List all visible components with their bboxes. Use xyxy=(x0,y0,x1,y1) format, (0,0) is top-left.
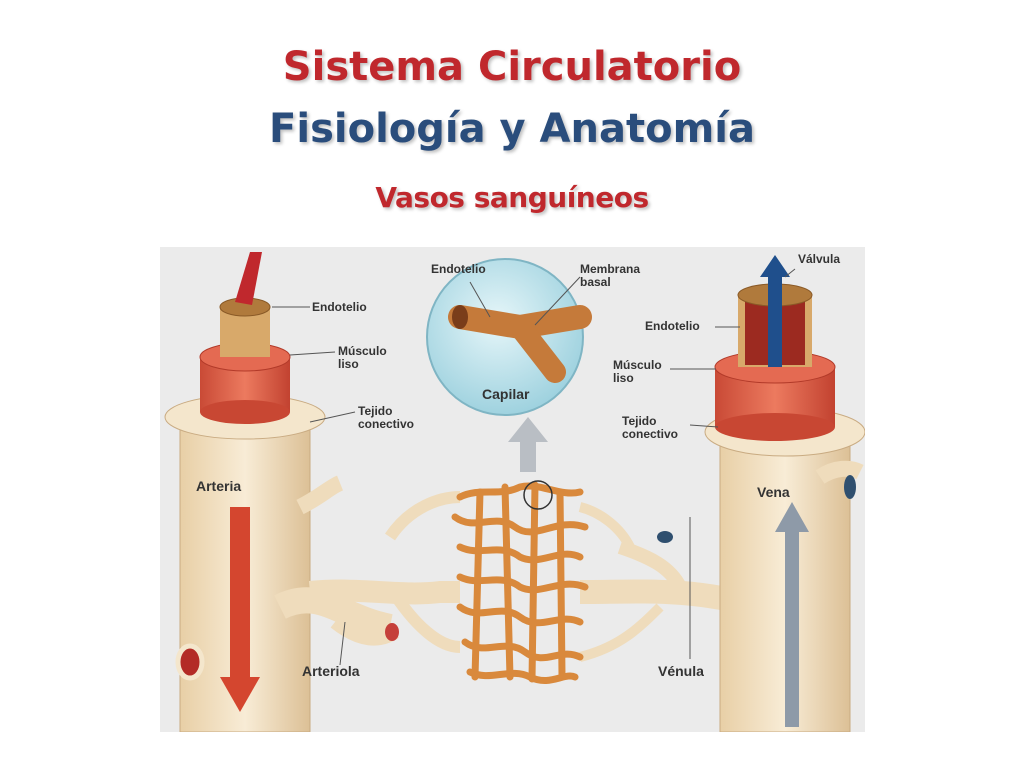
zoom-arrow xyxy=(508,417,548,472)
label-endotelio-capilar: Endotelio xyxy=(431,262,486,276)
blood-vessels-illustration: Endotelio Músculo liso Tejido conectivo … xyxy=(160,247,865,732)
slide-subtitle: Vasos sanguíneos xyxy=(375,181,649,214)
label-endotelio-artery: Endotelio xyxy=(312,300,367,314)
leader-lines xyxy=(272,268,796,666)
label-vena: Vena xyxy=(757,484,790,500)
label-tejido-conectivo-artery: Tejido conectivo xyxy=(358,404,415,431)
label-musculo-liso-artery: Músculo liso xyxy=(338,344,387,371)
arteriole xyxy=(308,491,461,653)
slide-title-line2: Fisiología y Anatomía xyxy=(269,106,755,152)
label-arteriola: Arteriola xyxy=(302,663,360,679)
slide-title: Sistema Circulatorio xyxy=(282,44,742,90)
capillary-bed xyxy=(451,481,589,685)
label-membrana-basal: Membrana basal xyxy=(580,262,641,289)
label-valvula: Válvula xyxy=(798,252,841,266)
label-venula: Vénula xyxy=(658,663,704,679)
capillary-lens xyxy=(426,258,592,416)
artery xyxy=(164,252,393,732)
label-arteria: Arteria xyxy=(196,478,242,494)
zoom-circle xyxy=(523,480,553,510)
label-musculo-liso-vein: Músculo liso xyxy=(613,358,662,385)
label-tejido-conectivo-vein: Tejido conectivo xyxy=(622,414,679,441)
vessels-drawing xyxy=(164,252,865,732)
label-endotelio-vein: Endotelio xyxy=(645,319,700,333)
vein xyxy=(704,255,865,732)
label-capilar: Capilar xyxy=(482,386,530,402)
